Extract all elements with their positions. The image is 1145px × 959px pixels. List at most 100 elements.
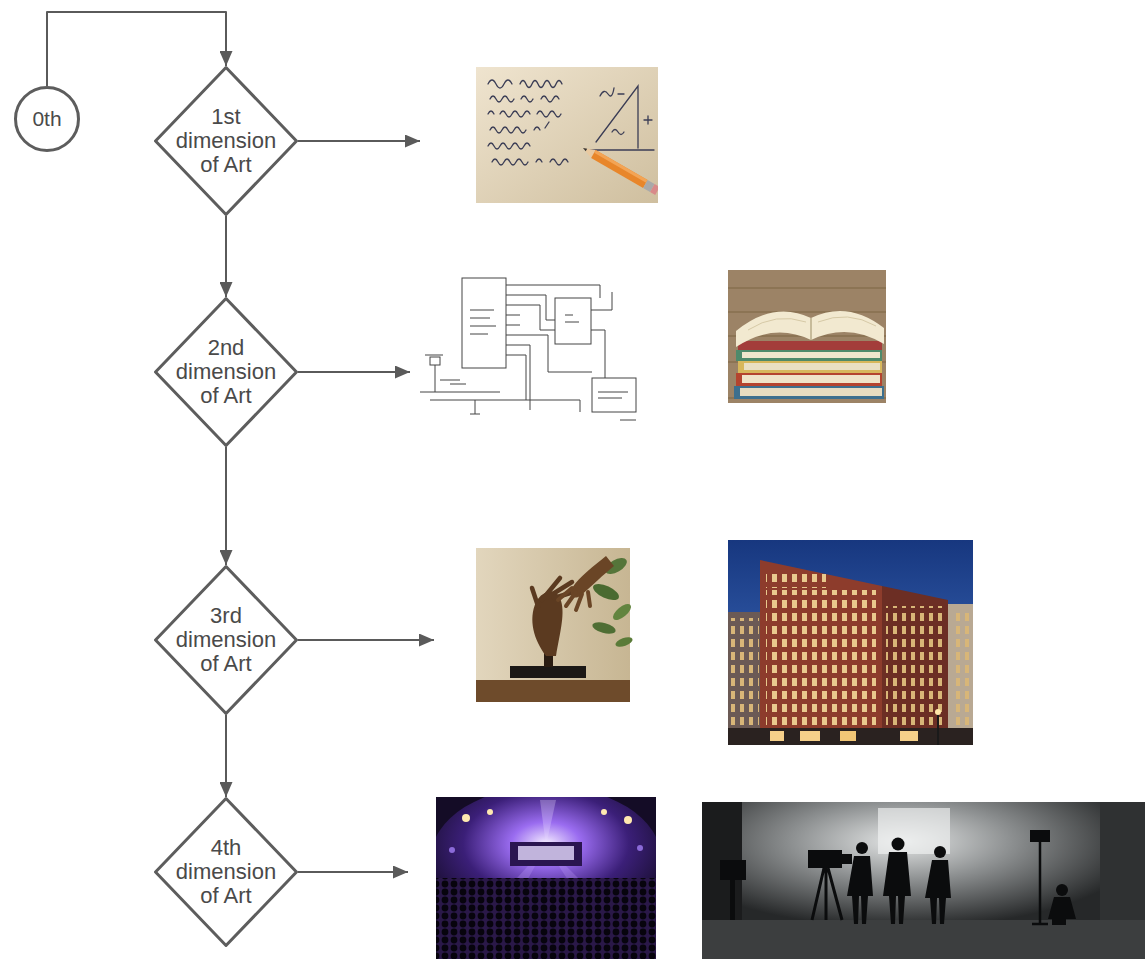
apartment-building-photo-part <box>886 606 944 728</box>
books-photo-part <box>728 288 886 398</box>
film-set-photo-part-part <box>812 868 842 920</box>
circuit-schematic-part <box>520 285 600 410</box>
books-photo-part <box>744 363 880 370</box>
flow-arrow <box>225 216 227 297</box>
concert-photo-part <box>436 878 656 959</box>
handwritten-note-photo-part-part <box>490 96 559 102</box>
books-photo-part <box>748 317 876 330</box>
hands-sculpture-photo-part <box>610 601 633 623</box>
books-photo-part <box>736 311 884 347</box>
books-photo-part <box>734 386 884 399</box>
concert-photo-part <box>462 814 470 822</box>
handwritten-note-photo-part <box>488 80 654 165</box>
hands-sculpture-photo-part <box>476 680 630 702</box>
apartment-building-photo-part <box>766 572 826 588</box>
circuit-schematic <box>418 268 642 428</box>
concert-photo-part <box>518 846 574 860</box>
concert-photo-part <box>637 845 643 851</box>
books-photo-part <box>736 373 882 386</box>
handwritten-note-photo <box>476 67 658 203</box>
film-set-photo-part-part <box>720 860 746 880</box>
film-set-photo-part-part <box>1032 840 1048 924</box>
apartment-building-photo-part <box>766 590 876 728</box>
diamond-outline-path <box>156 299 297 446</box>
leader-arrows <box>298 141 434 872</box>
decision-diamond: 2nd dimension of Art <box>154 297 298 447</box>
books-photo-part <box>728 270 886 403</box>
concert-photo-part <box>624 816 632 824</box>
apartment-building-photo <box>728 540 973 745</box>
decision-diamond: 1st dimension of Art <box>154 66 298 216</box>
film-set-photo-part-part <box>842 854 852 864</box>
diamond-outline-path <box>156 567 297 714</box>
apartment-building-photo-part <box>731 618 759 728</box>
handwritten-note-photo-part-part <box>488 80 562 88</box>
apartment-building-photo-part <box>937 712 939 745</box>
handwritten-note-photo-part-part <box>600 88 624 96</box>
film-set-photo-part <box>702 802 1145 959</box>
film-set-photo-part-part <box>856 842 868 854</box>
handwritten-note-photo-part-part <box>594 150 647 183</box>
apartment-building-photo-part <box>882 586 948 745</box>
apartment-building-photo-part <box>840 731 856 741</box>
handwritten-note-photo-part-part <box>490 122 549 133</box>
handwritten-note-photo-part <box>476 67 658 203</box>
books-photo-part <box>738 341 882 350</box>
handwritten-note-photo-part-part <box>488 111 561 117</box>
handwritten-note-photo-part-part <box>488 143 530 149</box>
handwritten-note-photo-part-part <box>644 116 652 124</box>
books-photo-part <box>742 375 880 383</box>
film-set-photo-part-part <box>934 846 946 858</box>
circuit-schematic-part <box>598 392 628 398</box>
circuit-schematic-part <box>506 285 520 355</box>
diamond-outline-path <box>156 799 297 946</box>
books-photo-part <box>740 388 882 396</box>
film-set-photo-part-part <box>847 856 873 924</box>
concert-photo-part <box>540 800 556 846</box>
concert-photo <box>436 797 656 959</box>
apartment-building-photo-part <box>728 728 973 745</box>
apartment-building-photo-part <box>760 560 882 745</box>
hands-sculpture-photo-part <box>614 635 634 649</box>
books-photo <box>728 270 886 403</box>
hands-sculpture-photo-part <box>558 588 590 610</box>
apartment-building-photo-part <box>728 540 973 745</box>
film-set-photo-part-part <box>1056 884 1068 896</box>
handwritten-note-photo-part-part <box>612 130 624 135</box>
flow-arrow <box>225 715 227 797</box>
circuit-schematic-part <box>565 315 579 322</box>
concert-photo-part <box>510 842 582 866</box>
handwritten-note-photo-part-part <box>591 150 647 188</box>
node-label: 2nd dimension of Art <box>170 336 282 408</box>
node-label: 4th dimension of Art <box>170 836 282 908</box>
node-text-group: 1st dimension of Art <box>154 66 298 216</box>
circuit-schematic-part <box>470 310 496 334</box>
handwritten-note-photo-part-part <box>582 147 587 152</box>
node-text-group: 0th <box>14 86 80 152</box>
handwritten-note-photo-part-part <box>650 184 658 195</box>
flow-arrow <box>47 12 226 86</box>
leader-arrow <box>298 140 420 142</box>
film-set-photo-part-part <box>883 852 911 924</box>
concert-photo-part <box>436 878 656 959</box>
film-set-photo-part <box>702 920 1145 959</box>
hands-sculpture-photo-part <box>510 666 586 678</box>
film-set-photo-part-part <box>1030 830 1050 842</box>
circuit-schematic-part <box>555 298 591 344</box>
concert-photo-part <box>487 809 493 815</box>
handwritten-note-photo-part <box>581 144 658 195</box>
flow-arrow <box>225 447 227 565</box>
handwritten-note-photo-part-part <box>588 149 654 150</box>
start-circle: 0th <box>14 86 80 152</box>
handwritten-note-photo-part-part <box>596 86 638 148</box>
node-label: 1st dimension of Art <box>170 105 282 177</box>
node-label: 3rd dimension of Art <box>170 604 282 676</box>
node-text-group: 3rd dimension of Art <box>154 565 298 715</box>
node-text-group: 2nd dimension of Art <box>154 297 298 447</box>
circuit-schematic-part <box>420 365 580 414</box>
film-set-photo-part-part <box>925 860 951 924</box>
hands-sculpture-photo-part <box>476 548 630 702</box>
node-label: 0th <box>32 107 61 131</box>
